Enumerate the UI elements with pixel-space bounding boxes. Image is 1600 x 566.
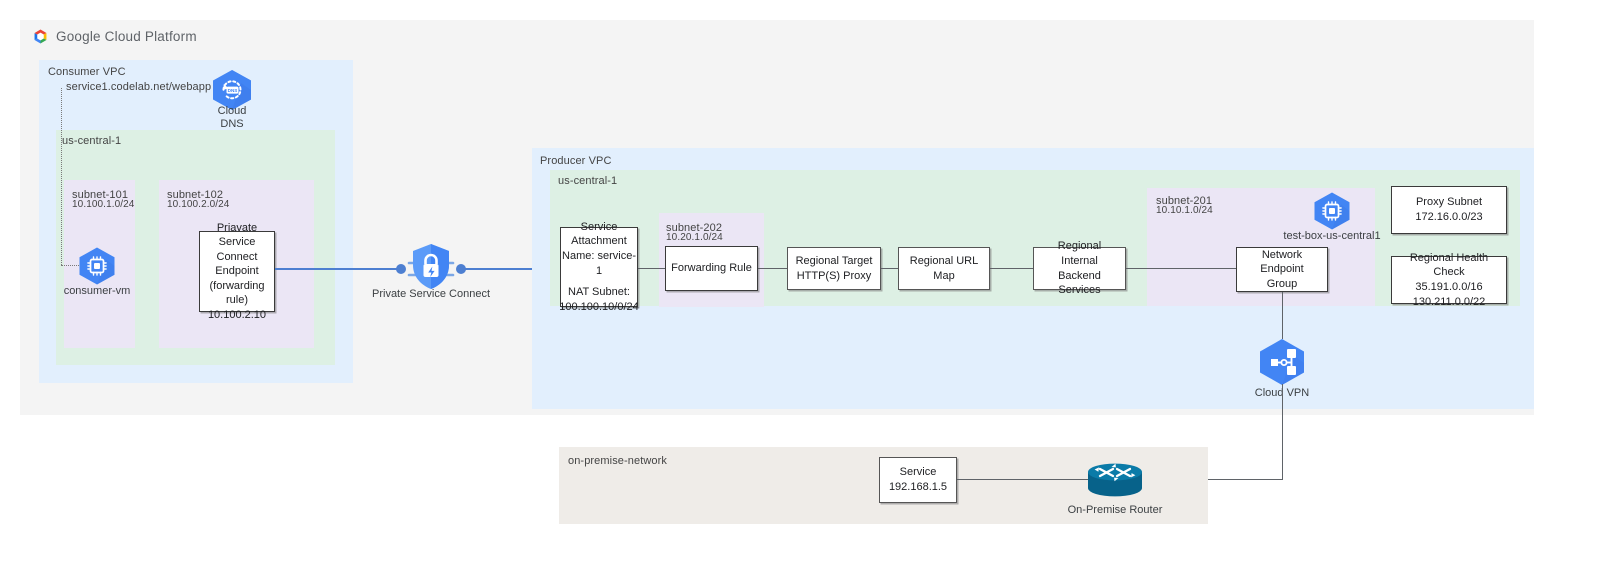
conn-fr-to-proxy xyxy=(758,268,787,269)
consumer-vm-node[interactable] xyxy=(76,246,118,286)
producer-vpc-label: Producer VPC xyxy=(540,155,612,167)
proxy-subnet-box[interactable]: Proxy Subnet 172.16.0.0/23 xyxy=(1391,186,1507,234)
on-premise-service-line2: 192.168.1.5 xyxy=(888,481,948,493)
service-attachment-box[interactable]: Service Attachment Name: service-1 NAT S… xyxy=(559,221,639,313)
cloud-dns-label-line1: Cloud xyxy=(209,104,255,118)
gcp-brand-text: Google Cloud Platform xyxy=(56,29,197,44)
service-attachment-line5: 100.100.10/0/24 xyxy=(559,300,639,313)
target-proxy-box[interactable]: Regional Target HTTP(S) Proxy xyxy=(787,247,881,290)
forwarding-rule-box[interactable]: Forwarding Rule xyxy=(665,246,758,291)
backend-services-line2: Backend Services xyxy=(1058,269,1101,297)
conn-sa-to-fr xyxy=(638,268,665,269)
on-premise-service-box[interactable]: Service 192.168.1.5 xyxy=(879,457,957,503)
backend-services-box[interactable]: Regional Internal Backend Services xyxy=(1033,240,1126,296)
consumer-vpc-label: Consumer VPC xyxy=(48,66,126,78)
service-attachment-line1: Service xyxy=(580,220,618,233)
cloud-dns-line1: Cloud xyxy=(217,105,247,117)
cloud-vpn-label: Cloud VPN xyxy=(1254,387,1310,399)
target-proxy-line1: Regional Target xyxy=(795,254,873,267)
conn-proxy-to-urlmap xyxy=(881,268,898,269)
subnet-201-name: subnet-201 xyxy=(1156,195,1213,207)
dns-record-label: service1.codelab.net/webapp xyxy=(63,81,215,93)
service-attachment-line4: NAT Subnet: xyxy=(568,286,630,299)
cloud-dns-node[interactable]: DNS xyxy=(209,68,255,112)
google-cloud-logo-icon xyxy=(32,28,49,45)
compute-vm-icon xyxy=(1314,192,1350,230)
private-service-connect-label: Private Service Connect xyxy=(372,288,490,300)
subnet-201-cidr: 10.10.1.0/24 xyxy=(1156,205,1213,216)
service-attachment-line2: Attachment xyxy=(571,235,627,248)
service-attachment-line3: Name: service-1 xyxy=(562,249,636,277)
subnet-101-name: subnet-101 xyxy=(72,189,129,201)
health-check-box[interactable]: Regional Health Check 35.191.0.0/16 130.… xyxy=(1391,252,1507,308)
compute-vm-icon xyxy=(79,247,115,285)
psc-endpoint-box[interactable]: Priavate Service Connect Endpoint (forwa… xyxy=(199,222,275,321)
svg-text:DNS: DNS xyxy=(228,88,238,93)
conn-vpn-down xyxy=(1282,384,1283,479)
network-endpoint-group-box[interactable]: Network Endpoint Group xyxy=(1236,247,1328,292)
dns-dotted-vertical xyxy=(61,88,62,265)
subnet-102-cidr: 10.100.2.0/24 xyxy=(167,199,230,210)
cloud-dns-line2: DNS xyxy=(220,118,244,130)
psc-endpoint-line4: 10.100.2.10 xyxy=(207,308,267,321)
subnet-101-cidr: 10.100.1.0/24 xyxy=(72,199,135,210)
neg-line2: Group xyxy=(1266,277,1298,290)
consumer-region-label: us-central-1 xyxy=(62,135,122,147)
health-check-line3: 130.211.0.0/22 xyxy=(1412,295,1486,308)
subnet-102-name: subnet-102 xyxy=(167,189,224,201)
psc-endpoint-line3: (forwarding rule) xyxy=(209,279,265,307)
private-service-connect-icon xyxy=(396,244,466,289)
conn-service-to-router xyxy=(957,479,1089,480)
conn-urlmap-to-backend xyxy=(990,268,1033,269)
subnet-202-cidr: 10.20.1.0/24 xyxy=(666,232,723,243)
url-map-label: Regional URL Map xyxy=(909,254,979,282)
conn-backend-to-neg xyxy=(1126,268,1236,269)
proxy-subnet-line2: 172.16.0.0/23 xyxy=(1415,211,1483,223)
on-premise-service-line1: Service xyxy=(899,466,937,479)
target-proxy-line2: HTTP(S) Proxy xyxy=(796,269,872,282)
health-check-line1: Regional Health Check xyxy=(1409,251,1489,279)
cloud-dns-icon: DNS xyxy=(213,70,251,110)
subnet-202-name: subnet-202 xyxy=(666,222,723,234)
dns-dotted-corner xyxy=(61,265,83,266)
proxy-subnet-line1: Proxy Subnet xyxy=(1415,196,1483,209)
gcp-header: Google Cloud Platform xyxy=(32,28,197,45)
conn-neg-to-vpn xyxy=(1282,292,1283,339)
on-premise-label: on-premise-network xyxy=(568,455,668,467)
neg-line1: Network Endpoint xyxy=(1260,248,1304,276)
producer-region-label: us-central-1 xyxy=(558,175,618,187)
on-premise-router-node[interactable] xyxy=(1086,461,1144,499)
psc-endpoint-line2: Connect Endpoint xyxy=(215,250,259,278)
psc-link-left xyxy=(275,268,400,270)
consumer-vm-label: consumer-vm xyxy=(63,285,131,297)
psc-endpoint-line1: Priavate Service xyxy=(216,221,258,249)
test-box-vm-label: test-box-us-central1 xyxy=(1283,230,1381,242)
private-service-connect-node[interactable] xyxy=(392,240,470,296)
url-map-box[interactable]: Regional URL Map xyxy=(898,247,990,290)
health-check-line2: 35.191.0.0/16 xyxy=(1415,281,1483,293)
test-box-vm-node[interactable] xyxy=(1311,191,1353,231)
psc-link-right xyxy=(462,268,560,270)
forwarding-rule-label: Forwarding Rule xyxy=(671,262,752,275)
cloud-vpn-node[interactable] xyxy=(1255,337,1309,387)
conn-vpn-to-router xyxy=(1136,479,1283,480)
backend-services-line1: Regional Internal xyxy=(1057,240,1102,267)
router-icon xyxy=(1088,463,1142,497)
on-premise-router-label: On-Premise Router xyxy=(1067,504,1163,516)
cloud-dns-label-line2: DNS xyxy=(209,117,255,131)
cloud-vpn-icon xyxy=(1260,339,1304,385)
